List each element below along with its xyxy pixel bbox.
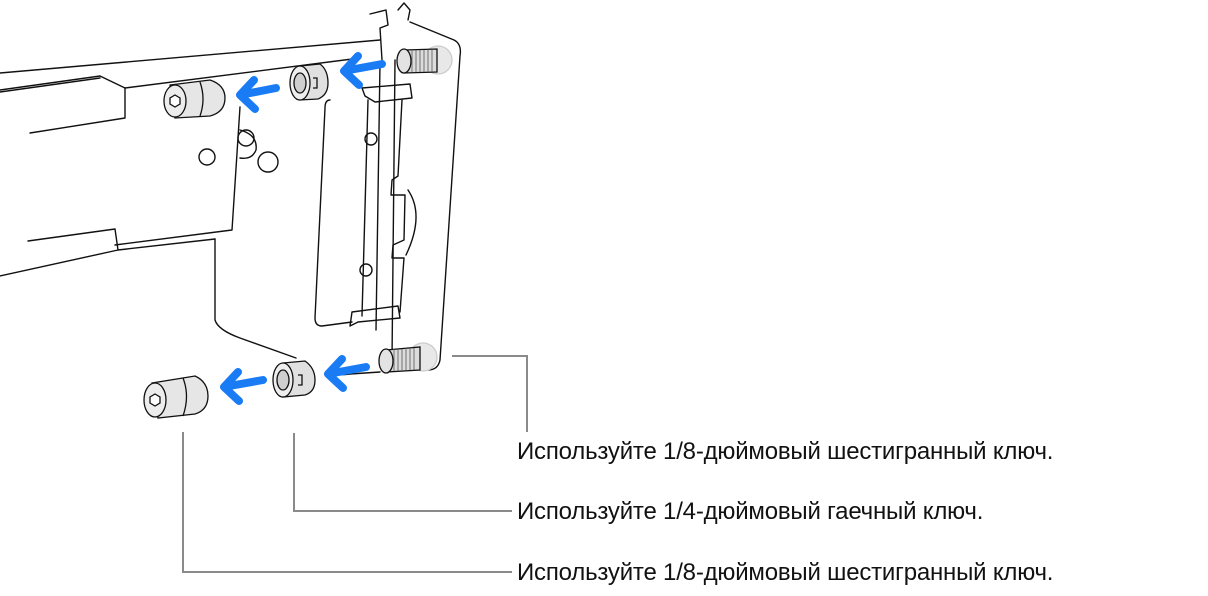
removal-arrows [220,52,386,405]
bottom-hardware [143,342,438,419]
hex-cap-top [163,79,226,119]
nut-top [289,63,329,101]
arrow-left-icon [236,76,280,113]
callout-hex-key-stud: Используйте 1/8-дюймовый шестигранный кл… [517,438,1054,465]
leader-line-1 [452,355,528,432]
bracket-plate [314,2,462,376]
leader-line-2 [293,433,512,512]
callout-hex-key-cap: Используйте 1/8-дюймовый шестигранный кл… [517,559,1054,586]
leader-line-3 [182,432,512,573]
top-hardware [163,45,453,119]
arrow-left-icon [340,52,386,89]
callout-wrench-nut: Используйте 1/4-дюймовый гаечный ключ. [517,498,984,525]
arrow-left-icon [324,355,370,392]
nut-bottom [272,360,316,398]
arrow-left-icon [220,368,267,405]
hex-cap-bottom [143,375,209,419]
leader-lines [182,355,528,573]
stud-top [396,45,453,75]
stud-bottom [378,342,438,374]
rail-body [0,39,381,359]
